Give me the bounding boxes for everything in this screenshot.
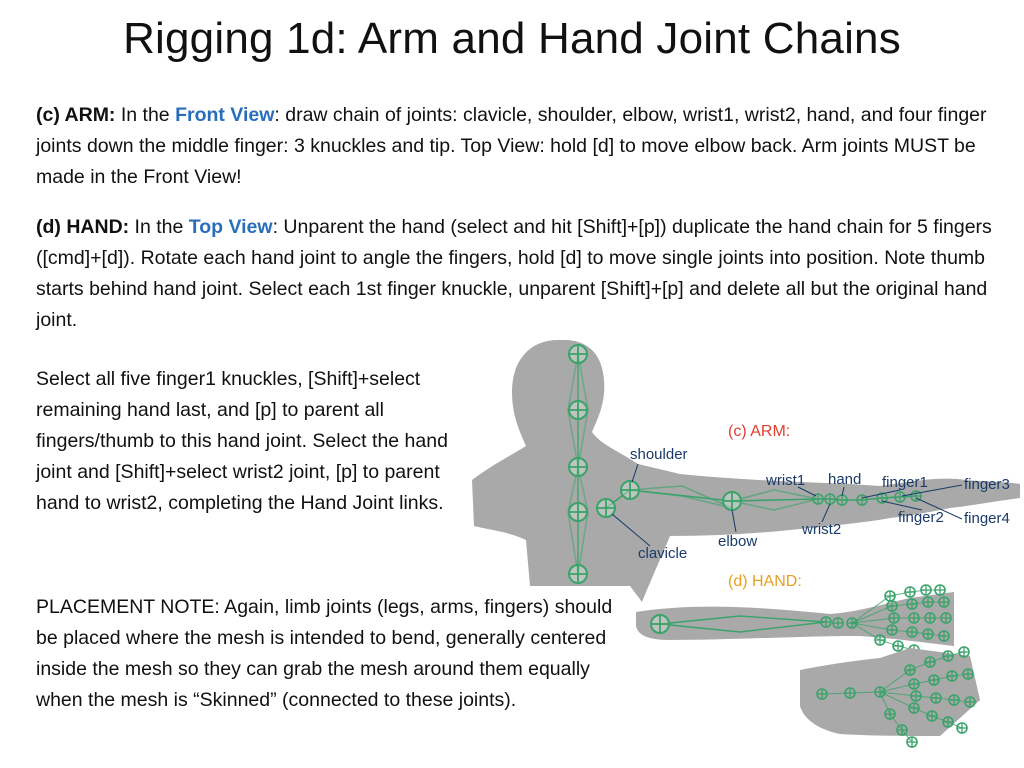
wrist2-joint [824, 493, 836, 505]
label-finger2: finger2 [898, 509, 944, 526]
hand-joint [836, 494, 848, 506]
arm-labels: shoulder clavicle elbow wrist1 wrist2 ha… [630, 446, 1010, 562]
label-finger4: finger4 [964, 510, 1010, 527]
hand-view-name: Top View [188, 216, 273, 238]
arm-heading: (c) ARM: [728, 423, 790, 440]
hand-pre: In the [129, 216, 189, 238]
label-wrist1: wrist1 [765, 472, 805, 489]
hand-label: (d) HAND: [36, 216, 130, 238]
label-wrist2: wrist2 [801, 521, 841, 538]
hand-mesh-upper [636, 584, 954, 656]
shoulder-joint [620, 480, 640, 500]
hand-text: : Unparent the hand (select and hit [Shi… [36, 216, 992, 331]
rig-figure: (c) ARM: (d) HAND: shoulder clavicle elb… [472, 340, 1020, 748]
label-hand: hand [828, 471, 861, 488]
placement-note: PLACEMENT NOTE: Again, limb joints (legs… [36, 596, 613, 711]
body-mesh [472, 340, 1020, 602]
arm-label: (c) ARM: [36, 104, 116, 126]
finger1-joint [856, 494, 868, 506]
hand-instructions: (d) HAND: In the Top View: Unparent the … [36, 212, 1001, 336]
page-title: Rigging 1d: Arm and Hand Joint Chains [123, 14, 901, 63]
label-finger3: finger3 [964, 476, 1010, 493]
finger3-joint [894, 491, 906, 503]
select-instructions: Select all five finger1 knuckles, [Shift… [36, 368, 448, 514]
label-clavicle: clavicle [638, 545, 687, 562]
arm-instructions: (c) ARM: In the Front View: draw chain o… [36, 100, 996, 193]
label-shoulder: shoulder [630, 446, 688, 463]
hand-mesh-lower [800, 646, 980, 748]
label-elbow: elbow [718, 533, 757, 550]
arm-text: : draw chain of joints: clavicle, should… [36, 104, 987, 188]
label-leaders [611, 463, 963, 547]
label-finger1: finger1 [882, 474, 928, 491]
arm-pre: In the [115, 104, 176, 126]
hand-heading: (d) HAND: [728, 573, 802, 590]
arm-view-name: Front View [175, 104, 275, 126]
elbow-joint [722, 491, 742, 511]
